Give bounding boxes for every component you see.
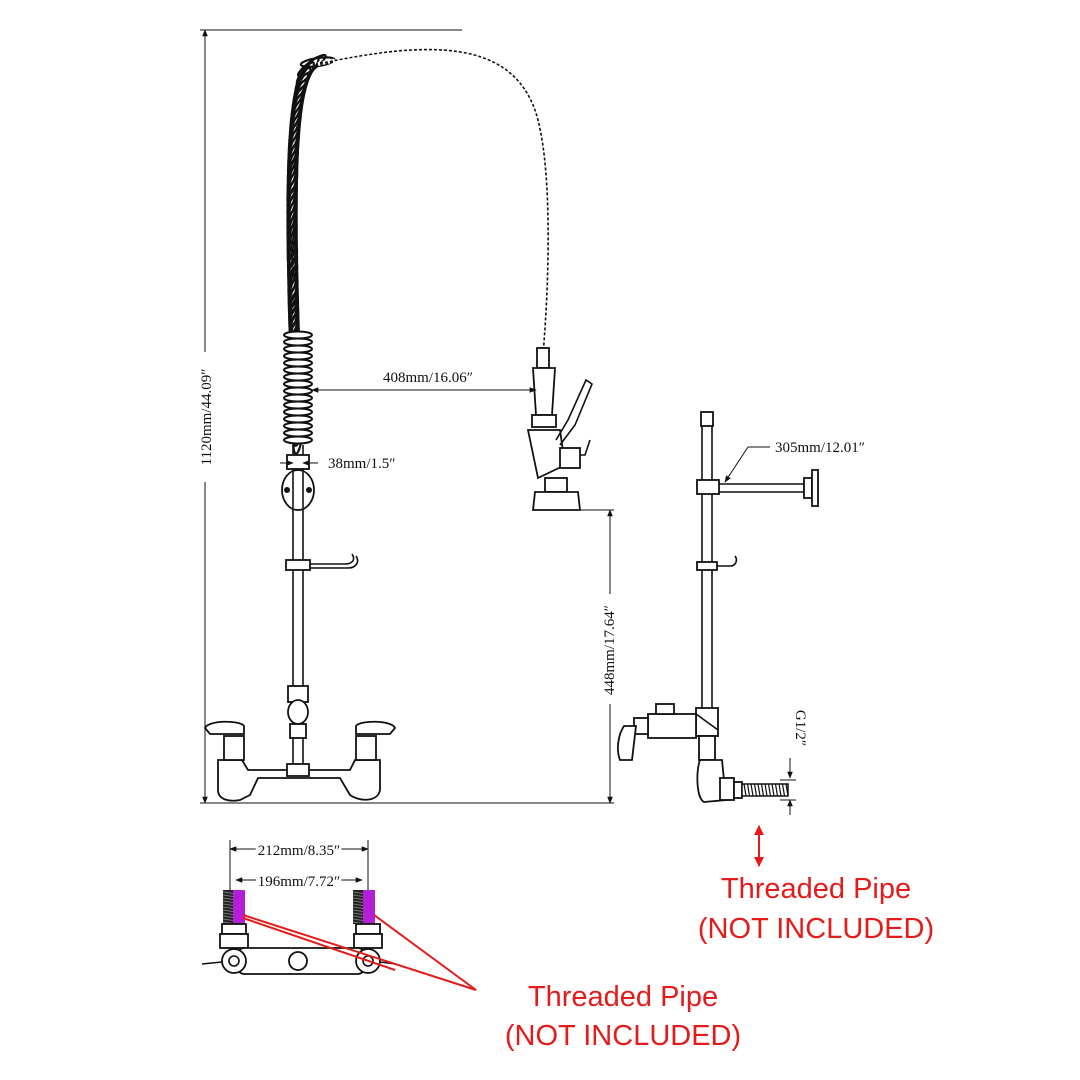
dimension-spout-reach: 408mm/16.06″ [311, 370, 537, 393]
inner-spacing-label: 196mm/7.72″ [258, 874, 341, 890]
callout-side-line2: (NOT INCLUDED) [698, 913, 934, 945]
sprayer-hook [285, 553, 359, 571]
spring-coil-loop [283, 330, 313, 340]
spring-coil-loop [283, 372, 313, 382]
callout-top-line1: Threaded Pipe [528, 981, 718, 1013]
outer-spacing-label: 212mm/8.35″ [258, 843, 341, 859]
side-mixing-valve [617, 703, 743, 803]
spring-coil-loop [283, 421, 313, 431]
side-threaded-inlet [741, 783, 789, 797]
mixing-base [203, 720, 397, 802]
spring-coil-loop [283, 400, 313, 410]
spray-valve-head [526, 347, 593, 511]
spring-coil-loop [283, 358, 313, 368]
thread-size-label: G1/2″ [792, 710, 808, 746]
top-view: 212mm/8.35″ 196mm/7.72″ Threaded Pipe (N… [201, 840, 741, 1052]
dimension-thread-size: G1/2″ [780, 710, 808, 815]
coil-spring [283, 53, 336, 455]
spout-reach-label: 408mm/16.06″ [383, 370, 473, 386]
dimension-sprayer-height: 448mm/17.64″ [578, 509, 620, 804]
total-height-label: 1120mm/44.09″ [199, 369, 215, 466]
front-view: 1120mm/44.09″ 408mm/16.06″ 38mm/1.5″ 448… [196, 29, 620, 804]
pipe-diameter-label: 38mm/1.5″ [328, 456, 396, 472]
spring-coil-loop [283, 407, 313, 417]
wall-offset-label: 305mm/12.01″ [775, 440, 865, 456]
spring-coil-loop [283, 379, 313, 389]
spring-coil-loop [283, 414, 313, 424]
dimension-pipe-diameter: 38mm/1.5″ [280, 456, 396, 472]
check-valve [287, 685, 309, 739]
callout-threaded-pipe-top: Threaded Pipe (NOT INCLUDED) [242, 914, 741, 1052]
sprayer-height-label: 448mm/17.64″ [602, 605, 618, 695]
inlet-thread-left [222, 890, 245, 924]
spring-coil-loop [283, 393, 313, 403]
side-hook [696, 555, 738, 571]
dimension-inner-spacing: 196mm/7.72″ [235, 871, 363, 893]
spring-coil-loop [283, 337, 313, 347]
spring-coil-loop [283, 428, 313, 438]
callout-threaded-pipe-side: Threaded Pipe (NOT INCLUDED) [698, 825, 934, 945]
callout-top-line2: (NOT INCLUDED) [505, 1020, 741, 1052]
spring-coil-loop [283, 386, 313, 396]
spring-coil-loop [283, 435, 313, 445]
spring-coil-loop [296, 53, 327, 78]
side-view: 305mm/12.01″ G1/2″ Threaded Pipe (NOT IN… [617, 411, 934, 945]
dimension-total-height: 1120mm/44.09″ [196, 29, 614, 804]
dimension-wall-offset: 305mm/12.01″ [724, 440, 865, 483]
spring-coil-loop [283, 351, 313, 361]
spring-coil-loop [283, 365, 313, 375]
side-bracket-arm [696, 469, 819, 507]
wall-bracket-clamp [281, 454, 315, 511]
dimension-outer-spacing: 212mm/8.35″ [229, 840, 369, 890]
pre-rinse-hose [317, 47, 551, 356]
inlet-thread-right [352, 890, 375, 924]
top-body [201, 923, 397, 975]
callout-side-line1: Threaded Pipe [721, 873, 911, 905]
spring-coil-loop [283, 344, 313, 354]
